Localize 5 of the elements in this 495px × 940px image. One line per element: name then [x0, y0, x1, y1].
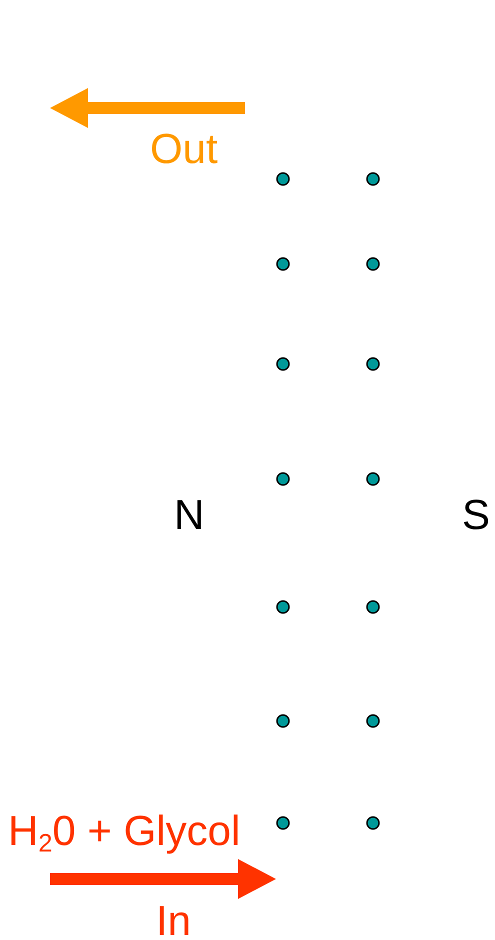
- flow-label: Out: [150, 128, 218, 170]
- pole-label: S: [462, 494, 490, 536]
- fluid-label: H$_{2}$0 + Glycol: [8, 810, 240, 852]
- flow-label: In: [156, 900, 192, 940]
- pole-label: N: [174, 494, 204, 536]
